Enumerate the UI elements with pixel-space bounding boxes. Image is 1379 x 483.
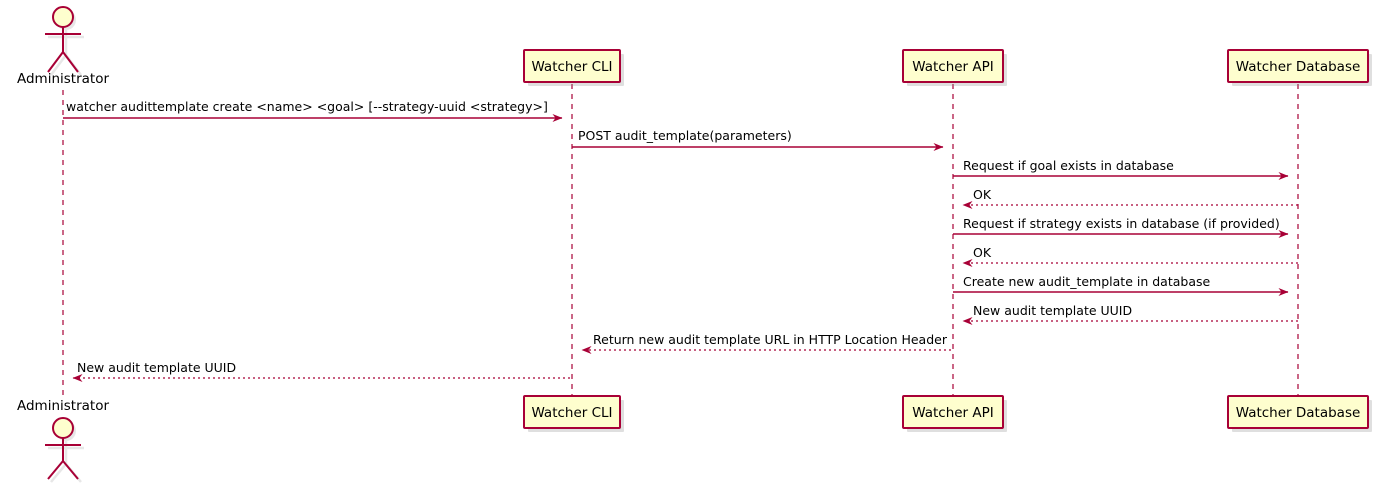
participant-watcher-api-bottom[interactable]: Watcher API — [902, 395, 1007, 432]
participant-watcher-database-bottom[interactable]: Watcher Database — [1227, 395, 1372, 432]
participant-watcher-api-top[interactable]: Watcher API — [902, 49, 1007, 86]
actor-administrator-bottom[interactable]: Administrator — [17, 398, 109, 483]
participant-label-watcher-api-top: Watcher API — [912, 59, 994, 75]
lifelines — [62, 84, 1299, 396]
message-label: OK — [973, 245, 992, 260]
message-6-ok-strategy[interactable]: OK — [962, 245, 1298, 267]
message-7-create-audit-template[interactable]: Create new audit_template in database — [953, 274, 1289, 296]
message-label: OK — [973, 187, 992, 202]
message-3-request-goal-exists[interactable]: Request if goal exists in database — [953, 158, 1289, 180]
messages: watcher audittemplate create <name> <goa… — [63, 99, 1298, 382]
participant-box[interactable] — [1227, 395, 1369, 429]
message-label: Return new audit template URL in HTTP Lo… — [593, 332, 948, 347]
message-9-return-location-header[interactable]: Return new audit template URL in HTTP Lo… — [581, 332, 951, 354]
participant-watcher-cli-top[interactable]: Watcher CLI — [523, 49, 624, 86]
participant-watcher-database-top[interactable]: Watcher Database — [1227, 49, 1372, 86]
participant-label-watcher-database-top: Watcher Database — [1236, 59, 1361, 75]
actor-administrator-top[interactable]: Administrator — [17, 6, 109, 87]
participant-box[interactable] — [902, 49, 1004, 83]
message-label: New audit template UUID — [77, 360, 236, 375]
participant-box[interactable] — [523, 49, 621, 83]
message-label: New audit template UUID — [973, 303, 1132, 318]
participant-label-watcher-cli-top: Watcher CLI — [531, 59, 612, 75]
participant-watcher-cli-bottom[interactable]: Watcher CLI — [523, 395, 624, 432]
message-label: POST audit_template(parameters) — [578, 128, 792, 143]
actor-figure-icon — [45, 6, 84, 76]
message-label: watcher audittemplate create <name> <goa… — [66, 99, 548, 114]
participant-label-watcher-database-bottom: Watcher Database — [1236, 405, 1361, 421]
participant-box[interactable] — [523, 395, 621, 429]
actor-label-administrator-bottom: Administrator — [17, 398, 109, 414]
participant-label-watcher-cli-bottom: Watcher CLI — [531, 405, 612, 421]
actor-label-administrator-top: Administrator — [17, 71, 109, 87]
message-8-new-audit-template-uuid-db[interactable]: New audit template UUID — [962, 303, 1298, 325]
message-4-ok-goal[interactable]: OK — [962, 187, 1298, 209]
message-2-post-audit-template[interactable]: POST audit_template(parameters) — [572, 128, 944, 151]
message-label: Request if strategy exists in database (… — [963, 216, 1280, 231]
message-10-new-audit-template-uuid-cli[interactable]: New audit template UUID — [72, 360, 570, 382]
message-label: Create new audit_template in database — [963, 274, 1210, 289]
participant-box[interactable] — [902, 395, 1004, 429]
participant-label-watcher-api-bottom: Watcher API — [912, 405, 994, 421]
message-label: Request if goal exists in database — [963, 158, 1174, 173]
message-5-request-strategy-exists[interactable]: Request if strategy exists in database (… — [953, 216, 1289, 238]
message-1-cli-command[interactable]: watcher audittemplate create <name> <goa… — [63, 99, 563, 122]
actor-figure-icon — [45, 417, 84, 483]
participant-box[interactable] — [1227, 49, 1369, 83]
